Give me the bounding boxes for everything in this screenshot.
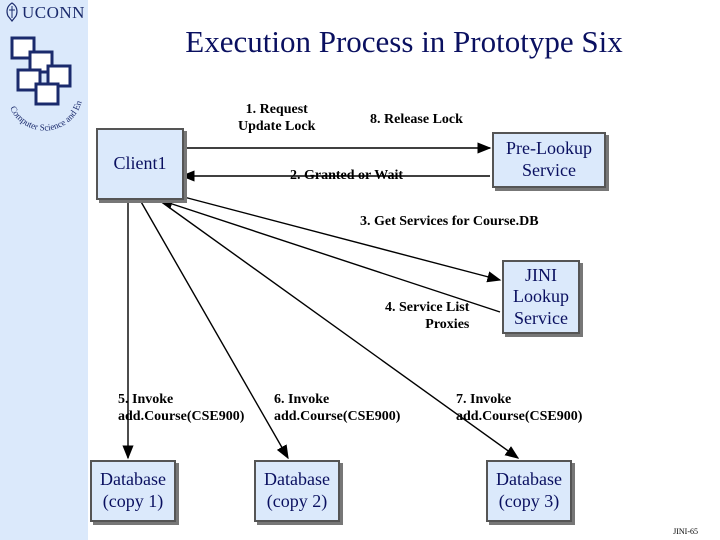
arrow-get-services xyxy=(179,195,502,283)
brand-name: UCONN xyxy=(22,3,85,22)
edge-label-granted: 2. Granted or Wait xyxy=(290,168,404,183)
edge-label-release: 8. Release Lock xyxy=(370,112,463,127)
cse-logo-icon: Computer Science and Engineering xyxy=(0,28,84,133)
jini-label: JINI Lookup Service xyxy=(513,264,569,328)
arrow-invoke-db3 xyxy=(155,197,520,459)
prelookup-service-node: Pre-Lookup Service xyxy=(492,132,606,188)
edge-label-service-list: 4. Service List Proxies xyxy=(385,300,470,332)
page-title: Execution Process in Prototype Six xyxy=(185,24,623,59)
uconn-seal-icon xyxy=(6,2,18,22)
db3-label: Database (copy 3) xyxy=(496,469,562,511)
db1-label: Database (copy 1) xyxy=(100,469,166,511)
edge-label-get-services: 3. Get Services for Course.DB xyxy=(360,214,539,229)
jini-lookup-service-node: JINI Lookup Service xyxy=(502,260,580,334)
edge-label-invoke-db1: 5. Invoke add.Course(CSE900) xyxy=(118,392,245,424)
database-copy2-node: Database (copy 2) xyxy=(254,460,340,522)
edge-label-invoke-db2: 6. Invoke add.Course(CSE900) xyxy=(274,392,401,424)
client1-label: Client1 xyxy=(113,153,167,174)
prelookup-label: Pre-Lookup Service xyxy=(506,138,592,180)
edge-label-invoke-db3: 7. Invoke add.Course(CSE900) xyxy=(456,392,583,424)
arrow-invoke-db2 xyxy=(139,199,289,460)
edge-label-request: 1. Request Update Lock xyxy=(238,102,316,134)
database-copy1-node: Database (copy 1) xyxy=(90,460,176,522)
arrow-service-list xyxy=(158,198,501,313)
db2-label: Database (copy 2) xyxy=(264,469,330,511)
client1-node: Client1 xyxy=(96,128,184,200)
slide-id: JINI-65 xyxy=(673,527,698,536)
database-copy3-node: Database (copy 3) xyxy=(486,460,572,522)
